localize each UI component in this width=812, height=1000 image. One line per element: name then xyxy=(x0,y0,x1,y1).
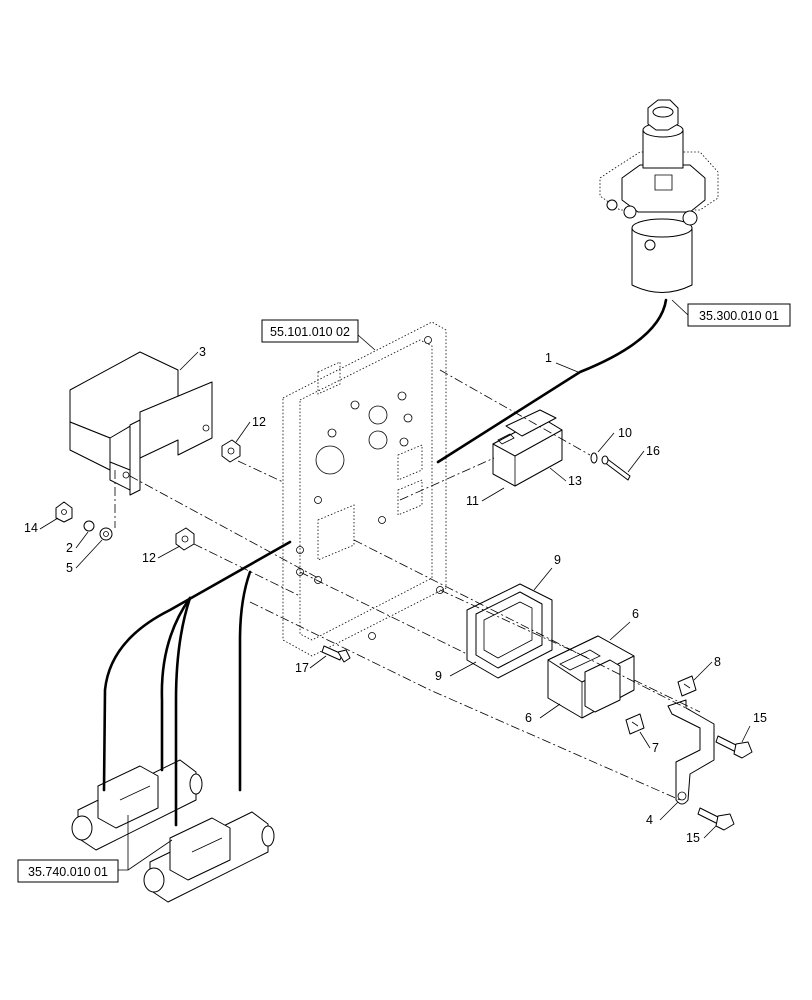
callout-7: 7 xyxy=(652,741,659,755)
hardware-nut-12a xyxy=(221,439,241,463)
callout-1: 1 xyxy=(545,351,552,365)
callout-5: 5 xyxy=(66,561,73,575)
callout-9-lower: 9 xyxy=(435,669,442,683)
washer-screw-10-16 xyxy=(590,452,631,481)
callout-6-lower: 6 xyxy=(525,711,532,725)
label-8 xyxy=(677,675,697,697)
alignment-lines xyxy=(114,369,701,801)
callouts: 1 3 12 10 16 11 13 14 2 5 12 9 9 6 6 8 7 xyxy=(24,345,767,845)
callout-15-upper: 15 xyxy=(753,711,767,725)
washer-5 xyxy=(99,527,113,541)
callout-15-lower: 15 xyxy=(686,831,700,845)
valve-assembly xyxy=(599,99,719,293)
callout-3: 3 xyxy=(199,345,206,359)
ref-solenoid-text: 35.740.010 01 xyxy=(28,865,108,879)
label-7 xyxy=(625,713,645,735)
callout-12-lower: 12 xyxy=(142,551,156,565)
switch-bracket xyxy=(667,699,715,805)
cover-bracket xyxy=(69,351,213,496)
ref-box-panel[interactable]: 55.101.010 02 xyxy=(261,319,376,351)
hardware-nut-14 xyxy=(55,501,73,523)
callout-10: 10 xyxy=(618,426,632,440)
switch-bezel xyxy=(466,583,553,679)
rocker-switch xyxy=(547,635,635,719)
ref-valve-text: 35.300.010 01 xyxy=(699,309,779,323)
callout-2: 2 xyxy=(66,541,73,555)
callout-6-upper: 6 xyxy=(632,607,639,621)
bolt-15b xyxy=(697,807,735,831)
bolt-17 xyxy=(321,645,351,663)
washer-2 xyxy=(83,520,95,532)
callout-8: 8 xyxy=(714,655,721,669)
callout-13: 13 xyxy=(568,474,582,488)
mounting-panel xyxy=(282,321,447,657)
wiring xyxy=(102,298,668,827)
ref-panel-text: 55.101.010 02 xyxy=(270,325,350,339)
callout-12-upper: 12 xyxy=(252,415,266,429)
callout-17: 17 xyxy=(295,661,309,675)
callout-4: 4 xyxy=(646,813,653,827)
callout-14: 14 xyxy=(24,521,38,535)
ref-box-valve-assembly[interactable]: 35.300.010 01 xyxy=(671,299,791,327)
callout-9-upper: 9 xyxy=(554,553,561,567)
relay-block xyxy=(492,409,563,487)
callout-16: 16 xyxy=(646,444,660,458)
solenoid-valve-upper xyxy=(71,759,203,851)
callout-11: 11 xyxy=(466,494,479,508)
solenoid-valve-lower xyxy=(143,811,275,903)
bolt-15a xyxy=(715,735,753,759)
ref-box-solenoid-valves[interactable]: 35.740.010 01 xyxy=(17,815,173,883)
